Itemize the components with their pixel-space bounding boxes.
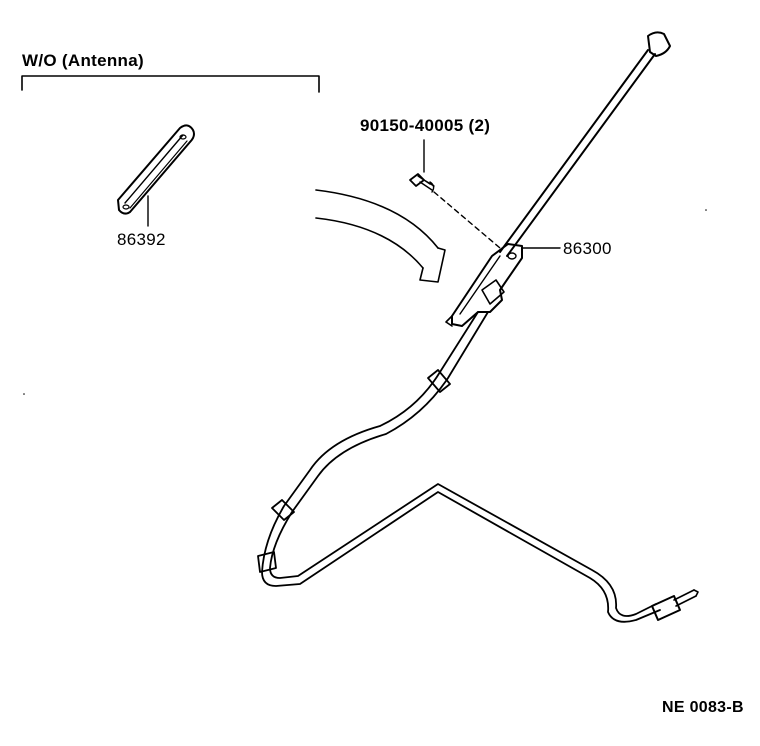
antenna-mast <box>499 31 671 257</box>
part-number-90150-40005: 90150-40005 (2) <box>360 116 491 135</box>
installation-arrow <box>315 189 446 283</box>
part-number-86392: 86392 <box>117 230 166 249</box>
screw-90150-40005 <box>409 173 435 193</box>
screw-dashed-line <box>433 191 501 249</box>
antenna-base-86300 <box>445 243 523 327</box>
cable-plug-connector <box>651 589 699 621</box>
group-bracket <box>21 75 320 93</box>
group-label-without-antenna: W/O (Antenna) <box>22 51 144 70</box>
part-number-86300: 86300 <box>563 239 612 258</box>
cover-plate-86392 <box>117 124 195 215</box>
feeder-cable <box>257 311 661 623</box>
figure-code: NE 0083-B <box>662 699 744 716</box>
